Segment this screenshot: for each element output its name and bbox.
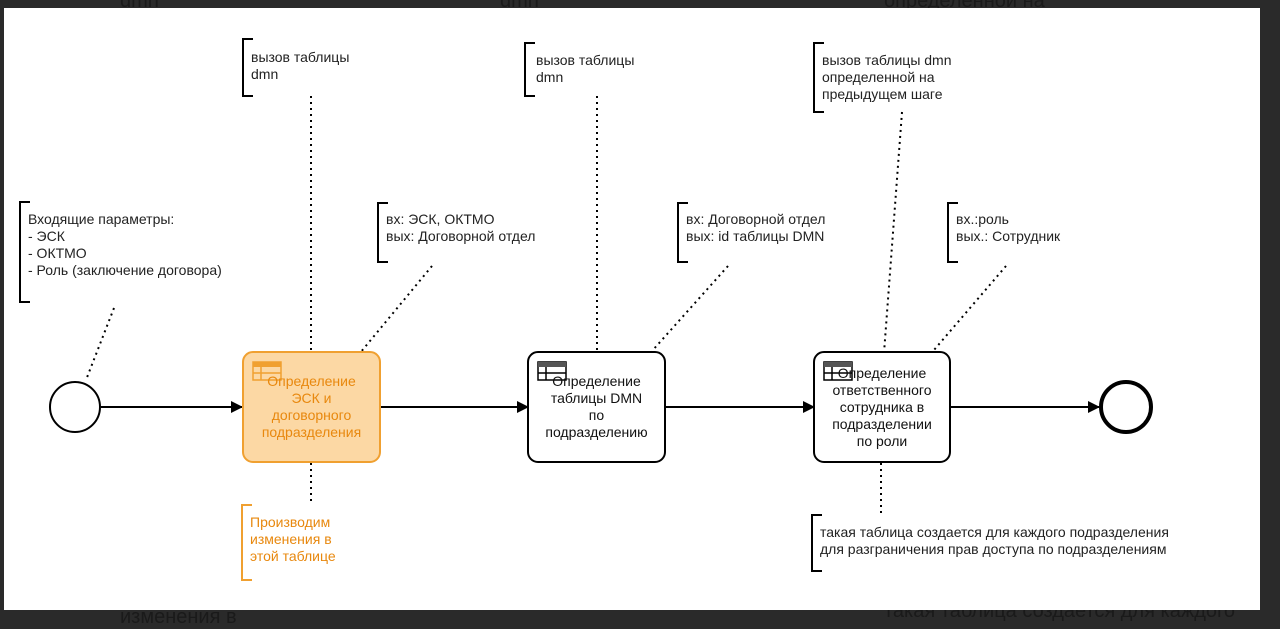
annotation-line: вх.:роль <box>956 211 1009 227</box>
task-label-line: подразделению <box>545 424 648 440</box>
annotation-line: вх: ЭСК, ОКТМО <box>386 211 495 227</box>
io-annotation: вх: ЭСК, ОКТМО вых: Договорной отдел <box>386 211 535 245</box>
annotation-line: этой таблице <box>250 548 336 564</box>
annotation-bracket <box>241 504 252 581</box>
task-label-line: таблицы DMN <box>550 390 643 406</box>
task-label-line: Определение <box>552 373 641 389</box>
association-line <box>933 265 1007 351</box>
annotation-bracket <box>677 202 688 263</box>
annotation-line: определенной на <box>822 69 935 85</box>
annotation-line: Производим <box>250 514 331 530</box>
task-label: Определение таблицы DMN по подразделению <box>528 352 665 462</box>
association-line <box>651 265 729 352</box>
associations <box>85 96 1007 513</box>
annotation-line: dmn <box>536 69 564 85</box>
annotation-line: вх: Договорной отдел <box>686 211 826 227</box>
task-label-line: Определение <box>267 373 356 389</box>
annotation-bracket <box>813 42 824 113</box>
task-label-line: договорного <box>271 407 352 423</box>
task-label-line: подразделения <box>261 424 362 440</box>
annotation-line: - Роль (заключение договора) <box>28 262 222 278</box>
change-table-annotation: Производим изменения в этой таблице <box>250 514 336 565</box>
association-line <box>359 265 433 354</box>
business-rule-icon <box>537 361 567 381</box>
association-line <box>883 111 903 354</box>
task-label-line: ответственного <box>832 381 932 398</box>
task-label-line: по <box>588 407 605 423</box>
task-label: Определение ЭСК и договорного подразделе… <box>243 352 380 462</box>
annotation-line: предыдущем шаге <box>822 86 943 102</box>
task-label-line: подразделении <box>832 415 932 432</box>
annotation-bracket <box>947 202 958 263</box>
annotation-line: Входящие параметры: <box>28 211 175 227</box>
annotation-line: - ОКТМО <box>28 245 87 261</box>
annotation-line: - ЭСК <box>28 228 65 244</box>
annotation-bracket <box>524 42 535 97</box>
access-rights-annotation: такая таблица создается для каждого подр… <box>820 524 1169 558</box>
task-label: Определение ответственного сотрудника в … <box>814 352 950 462</box>
annotation-line: такая таблица создается для каждого подр… <box>820 524 1169 540</box>
io-annotation: вх.:роль вых.: Сотрудник <box>956 211 1060 245</box>
call-table-annotation: вызов таблицы dmn <box>536 52 634 86</box>
start-parameters-annotation: Входящие параметры: - ЭСК - ОКТМО - Роль… <box>28 211 222 279</box>
annotation-line: вызов таблицы <box>251 49 350 65</box>
annotation-line: вызов таблицы dmn <box>822 52 952 68</box>
task-label-line: ЭСК и <box>291 390 332 406</box>
task-label-line: по роли <box>856 432 908 449</box>
diagram-canvas: Входящие параметры: - ЭСК - ОКТМО - Роль… <box>4 8 1260 610</box>
association-line <box>85 307 115 381</box>
annotation-line: dmn <box>251 66 279 82</box>
annotation-line: вызов таблицы <box>536 52 635 68</box>
annotation-bracket <box>377 202 388 263</box>
io-annotation: вх: Договорной отдел вых: id таблицы DMN <box>686 211 825 245</box>
annotation-line: вых: Договорной отдел <box>386 228 536 244</box>
annotation-bracket <box>19 201 30 303</box>
call-table-annotation: вызов таблицы dmn определенной на предыд… <box>822 52 952 103</box>
task-label-line: сотрудника в <box>839 398 925 415</box>
task-label-line: Определение <box>837 364 927 381</box>
annotation-line: вых.: Сотрудник <box>956 228 1061 244</box>
end-event[interactable] <box>1099 380 1153 434</box>
annotation-line: изменения в <box>250 531 332 547</box>
start-event[interactable] <box>49 381 101 433</box>
annotation-bracket <box>242 38 253 97</box>
annotation-line: вых: id таблицы DMN <box>686 228 825 244</box>
business-rule-icon <box>823 361 853 381</box>
business-rule-icon <box>252 361 282 381</box>
call-table-annotation: вызов таблицы dmn <box>251 49 349 83</box>
annotation-bracket <box>811 514 822 572</box>
annotation-line: для разграничения прав доступа по подраз… <box>820 541 1167 557</box>
bpmn-diagram <box>19 38 1153 581</box>
